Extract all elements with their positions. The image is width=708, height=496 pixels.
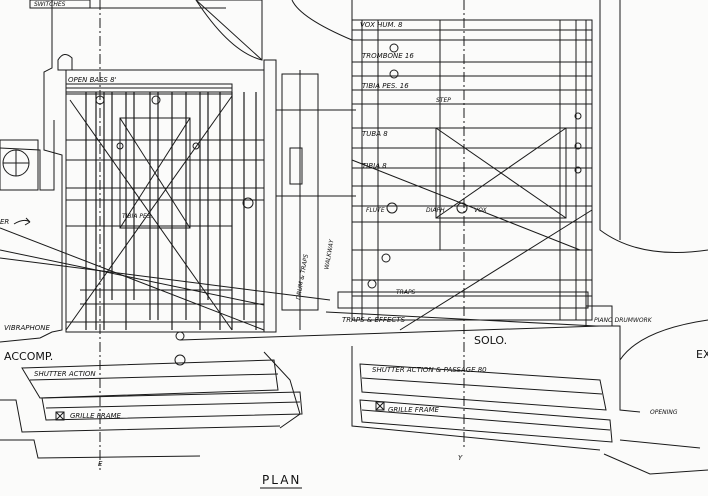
diaph-label: DIAPH — [426, 207, 445, 214]
switches-box — [29, 0, 91, 9]
top-right-curved-wall — [291, 0, 353, 41]
walkway-label: WALKWAY — [323, 238, 335, 270]
traps-box — [337, 291, 589, 309]
accomp-label: ACCOMP. — [4, 350, 53, 363]
tibia-label: TIBIA PES. 16 — [362, 82, 409, 90]
tuba-chest — [435, 127, 567, 219]
e-axis-label: E — [98, 460, 103, 468]
drum-traps-label: DRUM & TRAPS — [295, 253, 310, 300]
tibia2-label: TIBIA 8 — [362, 162, 387, 170]
shutter-action-label: SHUTTER ACTION — [34, 370, 96, 378]
tuba-label: TUBA 8 — [362, 130, 388, 138]
ex-label: EX — [696, 348, 708, 361]
traps-effects-label: TRAPS & EFFECTS — [342, 316, 406, 324]
right-wall — [599, 0, 708, 253]
er-label: ER — [0, 218, 9, 226]
accomp-shutter-frame — [21, 359, 279, 399]
accomp-grille-frame — [41, 391, 303, 421]
solo-grille-frame — [359, 399, 613, 443]
plan-title: PLAN — [262, 473, 301, 487]
solo-shutter-frame — [359, 363, 607, 411]
piano-drumwork-label: PIANO DRUMWORK — [594, 317, 653, 324]
step-label: STEP — [436, 97, 451, 104]
tibia-pes-chest — [119, 117, 191, 229]
grille-frame-left-label: GRILLE FRAME — [70, 412, 122, 420]
vox-label: VOX — [474, 207, 488, 214]
opening-label: OPENING — [650, 409, 678, 416]
left-fan-box — [0, 139, 39, 191]
walkway-column — [263, 59, 277, 333]
grille-frame-right-label: GRILLE FRAME — [388, 406, 440, 414]
open-bass-label: OPEN BASS 8' — [68, 76, 117, 84]
left-wall — [0, 0, 63, 343]
flute-label: FLUTE — [366, 207, 385, 214]
trombone-label: TROMBONE 16 — [362, 52, 414, 60]
vibraphone-label: VIBRAPHONE — [4, 324, 51, 332]
shutter-action-passage-label: SHUTTER ACTION & PASSAGE 80 — [372, 366, 487, 374]
vox-hum-label: VOX HUM. 8 — [360, 21, 403, 29]
switches-label: SWITCHES — [34, 1, 66, 8]
y-axis-label: Y — [458, 454, 463, 462]
solo-label: SOLO. — [474, 334, 507, 347]
right-curved-wall — [619, 319, 708, 361]
tibia-pes-label: TIBIA PES. — [122, 213, 153, 220]
solo-chamber — [351, 19, 593, 321]
traps-label: TRAPS — [396, 289, 416, 296]
